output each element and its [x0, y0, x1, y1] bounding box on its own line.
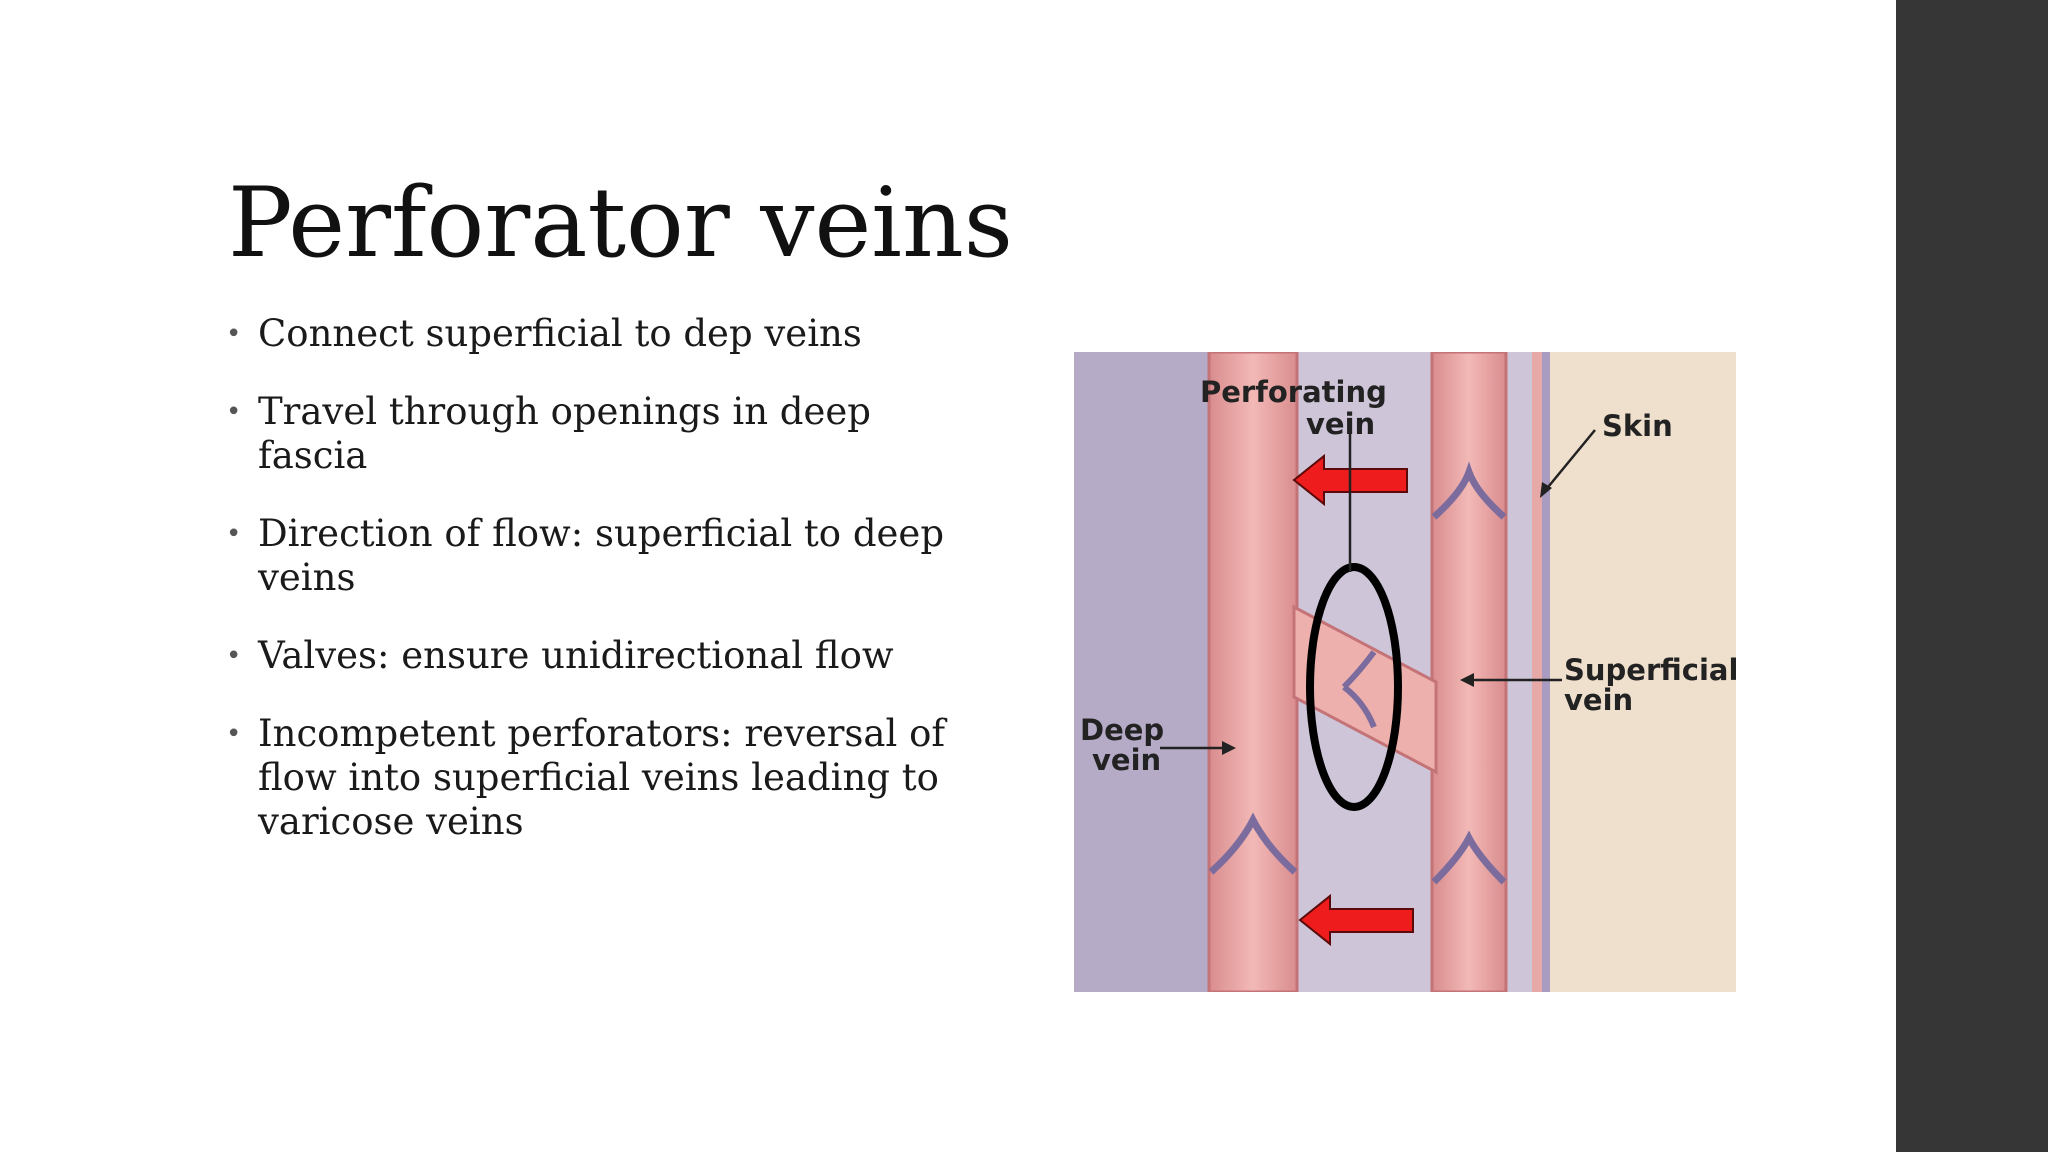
vein-diagram: Perforating vein Skin Superficial vein D…	[1074, 352, 1736, 992]
superficial-vein-label-line1: Superficial	[1564, 653, 1736, 687]
bullet-line: flow into superficial veins leading to	[258, 756, 939, 799]
bullet-line: varicose veins	[258, 800, 524, 843]
skin-label: Skin	[1602, 409, 1673, 443]
skin-boundary	[1532, 352, 1542, 992]
bullet-line: fascia	[258, 434, 368, 477]
deep-lower-valve	[1208, 812, 1298, 875]
bullet-item: • Valves: ensure unidirectional flow	[224, 634, 984, 678]
perforating-vein-label-line2: vein	[1306, 407, 1375, 441]
skin-pointer-line	[1543, 429, 1596, 493]
deep-vein	[1207, 352, 1299, 992]
deep-vein-label-line2: vein	[1092, 743, 1161, 777]
highlight-ellipse	[1306, 563, 1402, 811]
vein-diagram-svg: Perforating vein Skin Superficial vein D…	[1074, 352, 1736, 992]
skin-region	[1550, 352, 1736, 992]
superficial-vein-label-line2: vein	[1564, 683, 1633, 717]
bullet-icon: •	[226, 519, 242, 549]
superficial-vein	[1430, 352, 1508, 992]
bullet-icon: •	[226, 397, 242, 427]
bullet-icon: •	[226, 719, 242, 749]
bullet-line: Connect superficial to dep veins	[258, 312, 862, 355]
bullet-list: • Connect superficial to dep veins • Tra…	[224, 312, 984, 878]
bullet-item: • Incompetent perforators: reversal of f…	[224, 712, 984, 844]
bullet-line: veins	[258, 556, 356, 599]
bullet-line: Valves: ensure unidirectional flow	[258, 634, 894, 677]
perforating-vein	[1292, 604, 1438, 775]
bullet-line: Travel through openings in deep	[258, 390, 871, 433]
superficial-upper-valve	[1431, 461, 1507, 520]
bullet-item: • Connect superficial to dep veins	[224, 312, 984, 356]
superficial-pointer-head	[1460, 673, 1474, 687]
bullet-icon: •	[226, 641, 242, 671]
perforating-vein-label-line1: Perforating	[1200, 375, 1387, 409]
bullet-icon: •	[226, 319, 242, 349]
deep-pointer-head	[1222, 741, 1236, 755]
lower-flow-arrow	[1298, 893, 1414, 947]
bullet-item: • Travel through openings in deep fascia	[224, 390, 984, 478]
bullet-line: Direction of flow: superficial to deep	[258, 512, 944, 555]
right-sidebar	[1896, 0, 2048, 1152]
slide: Perforator veins • Connect superficial t…	[224, 167, 1736, 992]
bullet-line: Incompetent perforators: reversal of	[258, 712, 946, 755]
skin-pointer-head	[1540, 482, 1552, 498]
bullet-item: • Direction of flow: superficial to deep…	[224, 512, 984, 600]
slide-title: Perforator veins	[228, 167, 1014, 279]
perforator-valve	[1341, 650, 1377, 729]
superficial-lower-valve	[1431, 830, 1507, 885]
deep-vein-label-line1: Deep	[1080, 713, 1164, 747]
